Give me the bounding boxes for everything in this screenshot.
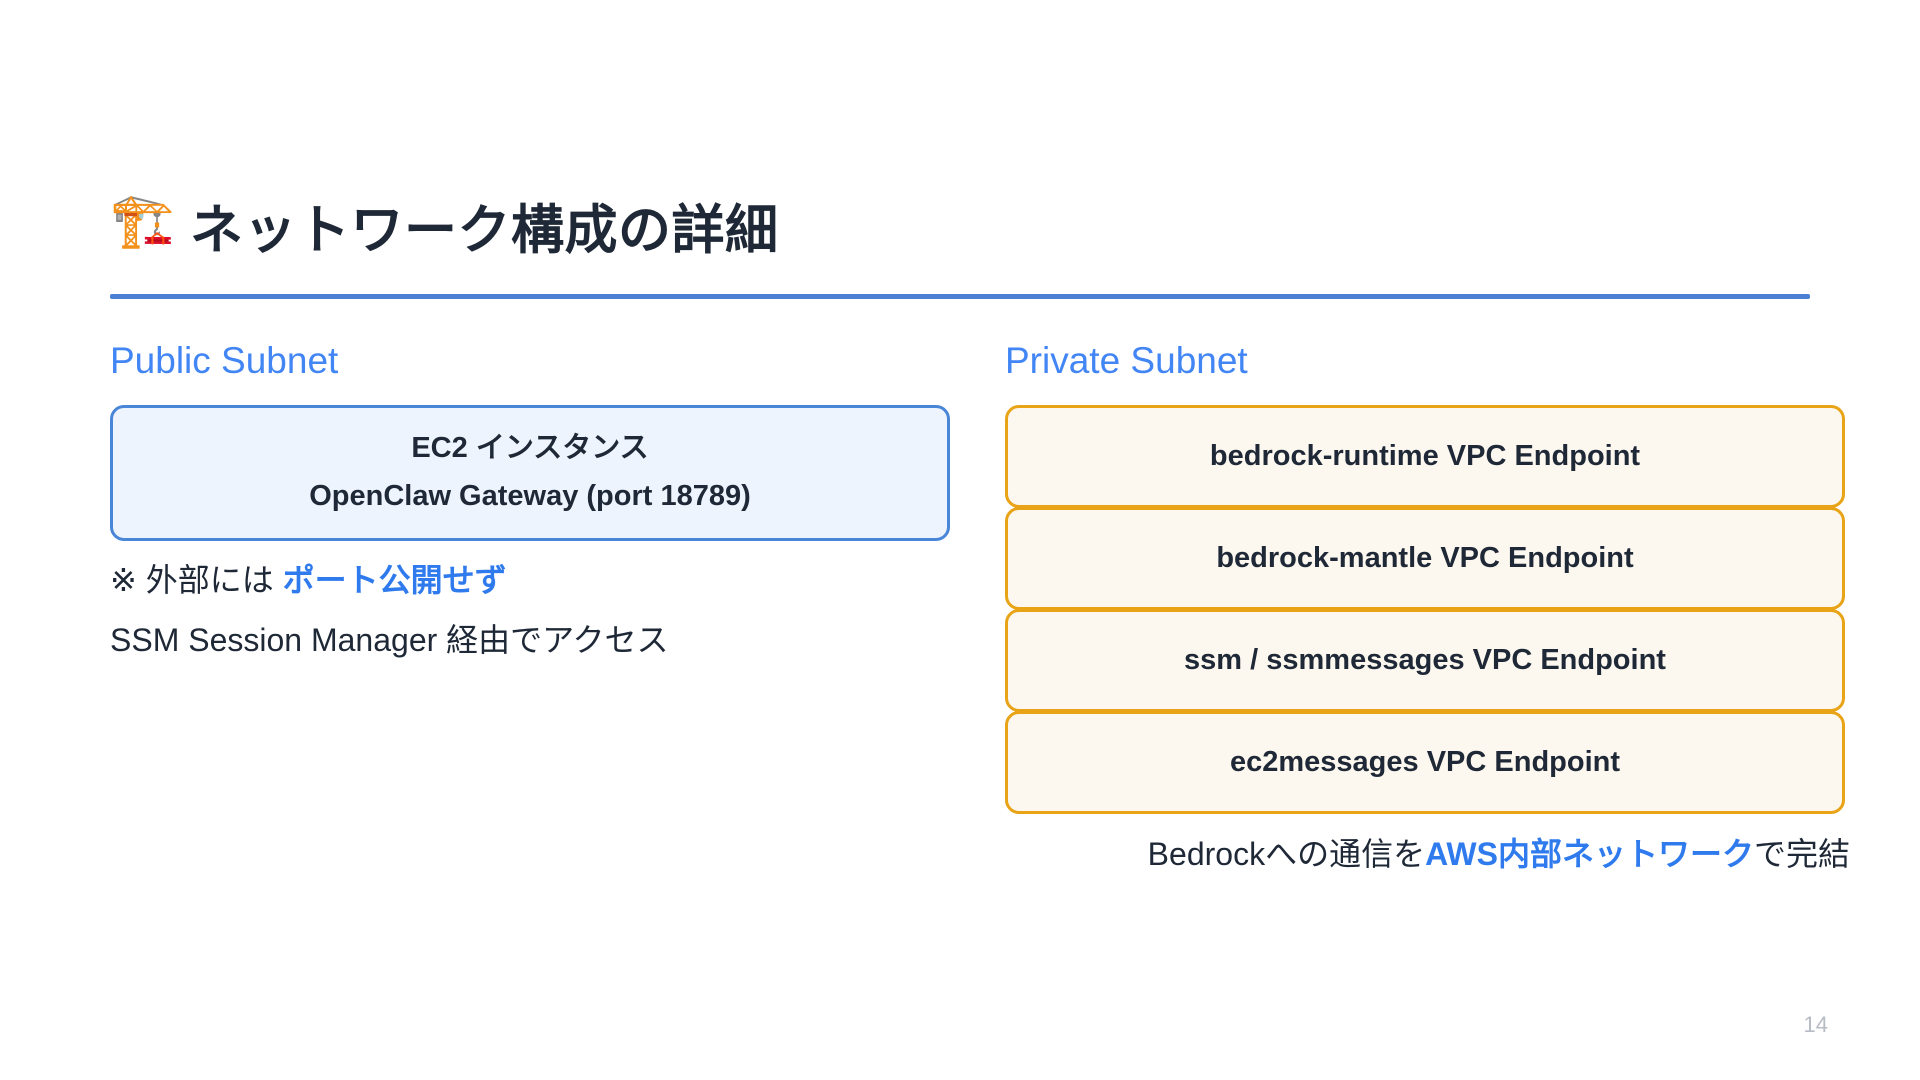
vpc-endpoint-label: bedrock-mantle VPC Endpoint bbox=[1216, 541, 1634, 574]
ec2-instance-box: EC2 インスタンス OpenClaw Gateway (port 18789) bbox=[110, 404, 950, 542]
construction-crane-icon: 🏗️ bbox=[110, 192, 175, 250]
public-subnet-column: Public Subnet EC2 インスタンス OpenClaw Gatewa… bbox=[110, 340, 950, 664]
vpc-endpoint-box: bedrock-runtime VPC Endpoint bbox=[1005, 404, 1845, 508]
public-subnet-note-port-prefix: ※ 外部には bbox=[110, 562, 283, 599]
page-number: 14 bbox=[1803, 1012, 1828, 1037]
vpc-endpoint-box: ec2messages VPC Endpoint bbox=[1005, 710, 1845, 814]
private-subnet-heading: Private Subnet bbox=[1005, 340, 1248, 381]
private-subnet-caption-highlight: AWS内部ネットワーク bbox=[1425, 835, 1754, 872]
vpc-endpoint-label: ec2messages VPC Endpoint bbox=[1229, 745, 1621, 778]
private-subnet-caption-prefix: Bedrockへの通信を bbox=[1147, 835, 1426, 872]
private-subnet-caption: Bedrockへの通信をAWS内部ネットワークで完結 bbox=[1005, 829, 1850, 875]
openclaw-gateway-port-label: OpenClaw Gateway (port 18789) bbox=[309, 479, 751, 512]
vpc-endpoint-label: ssm / ssmmessages VPC Endpoint bbox=[1184, 643, 1666, 676]
private-subnet-column: Private Subnet bedrock-runtime VPC Endpo… bbox=[1005, 340, 1850, 875]
title-underline-divider bbox=[110, 294, 1810, 299]
public-subnet-note-port-highlight: ポート公開せず bbox=[282, 562, 507, 599]
public-subnet-note-ssm: SSM Session Manager 経由でアクセス bbox=[110, 622, 669, 659]
public-subnet-note-port: ※ 外部には ポート公開せず bbox=[110, 557, 950, 603]
ec2-instance-title: EC2 インスタンス bbox=[411, 431, 649, 464]
private-subnet-caption-suffix: で完結 bbox=[1753, 835, 1850, 872]
vpc-endpoint-label: bedrock-runtime VPC Endpoint bbox=[1209, 439, 1641, 472]
vpc-endpoint-box: bedrock-mantle VPC Endpoint bbox=[1005, 506, 1845, 610]
page-title: 🏗️ ネットワーク構成の詳細 bbox=[110, 188, 779, 264]
vpc-endpoint-box: ssm / ssmmessages VPC Endpoint bbox=[1005, 608, 1845, 712]
page-title-text: ネットワーク構成の詳細 bbox=[190, 201, 779, 260]
public-subnet-heading: Public Subnet bbox=[110, 340, 339, 381]
